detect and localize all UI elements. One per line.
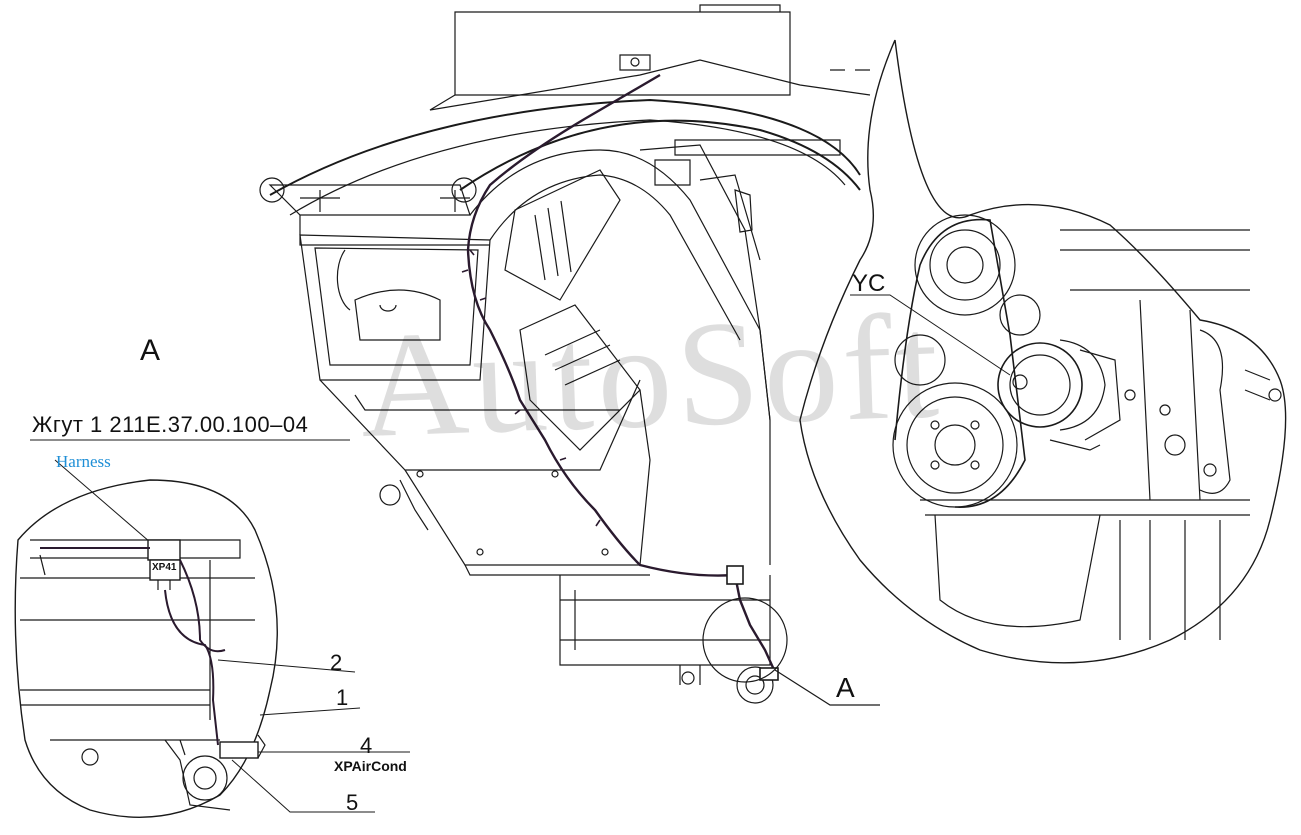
view-a-label: A bbox=[140, 334, 161, 367]
callout-2: 2 bbox=[330, 650, 343, 675]
detail-a-view bbox=[14, 479, 278, 818]
callout-1: 1 bbox=[336, 685, 349, 710]
watermark: AutoSoft bbox=[357, 282, 945, 470]
connector-aircond-label: XPAirCond bbox=[334, 758, 407, 774]
view-a-leader-label: A bbox=[836, 672, 855, 703]
connector-xp41-label: XP41 bbox=[152, 562, 177, 573]
harness-translation: Harness bbox=[56, 452, 111, 471]
cab-assembly bbox=[259, 4, 871, 704]
harness-title: Жгут 1 211Е.37.00.100–04 bbox=[32, 412, 309, 437]
callout-5: 5 bbox=[346, 790, 359, 815]
leader-lines bbox=[30, 294, 1011, 813]
callout-4: 4 bbox=[360, 733, 373, 758]
detail-a-marker bbox=[702, 597, 880, 706]
harness-route bbox=[461, 73, 777, 673]
engine-detail-view bbox=[799, 39, 1287, 664]
compressor-label: YC bbox=[852, 270, 886, 297]
